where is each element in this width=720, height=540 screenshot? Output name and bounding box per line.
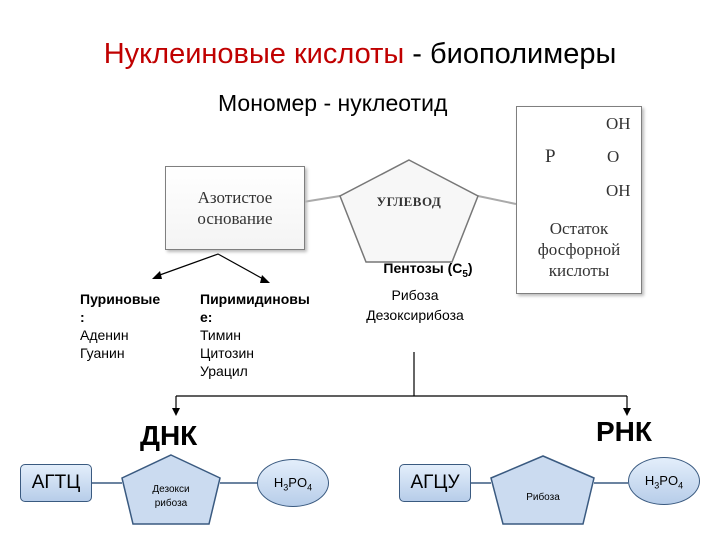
pentoses-close: ) xyxy=(467,260,473,276)
title-main: Нуклеиновые кислоты xyxy=(103,38,405,70)
rna-acid-h-sub: 3 xyxy=(654,480,660,491)
dna-bases-box: АГТЦ xyxy=(20,464,92,502)
dna-acid-po: PO xyxy=(288,475,308,490)
purines-block: Пуриновые : Аденин Гуанин xyxy=(80,290,190,362)
sugar-label: УГЛЕВОД xyxy=(376,194,442,209)
rna-sugar-label: Рибоза xyxy=(526,492,560,503)
pentose-deoxyribose: Дезоксирибоза xyxy=(366,306,464,323)
pentose-ribose: Рибоза xyxy=(391,286,439,303)
arrow-right-head xyxy=(260,275,270,283)
dna-acid-h-sub: 3 xyxy=(283,482,289,493)
pentoses-block: Пентозы (C5) Рибоза Дезоксирибоза xyxy=(340,258,490,325)
pyrimidines-heading-1: Пиримидиновы xyxy=(200,291,310,307)
page-subtitle: Мономер - нуклеотид xyxy=(218,90,448,116)
arrow-rna-head xyxy=(623,408,631,416)
dna-sugar-pentagon xyxy=(121,454,221,525)
phosphate-line-1: Остаток xyxy=(549,219,609,238)
phosphate-o: O xyxy=(607,147,620,166)
rna-sugar-pentagon xyxy=(490,455,595,525)
dna-sugar-label: Дезокси рибоза xyxy=(131,483,211,511)
dna-phosphoric-acid: H3PO4 xyxy=(257,459,329,507)
sugar-pentagon xyxy=(339,159,479,263)
pentoses-heading: Пентозы (C5) xyxy=(340,258,490,285)
rna-acid-po: PO xyxy=(659,473,679,488)
phosphate-label: Остаток фосфорной кислоты xyxy=(516,218,642,281)
pyrimidines-block: Пиримидиновы е: Тимин Цитозин Урацил xyxy=(200,290,350,380)
rna-bases-box: АГЦУ xyxy=(399,464,471,502)
base-branch-lines xyxy=(156,253,266,281)
dna-sugar-line-2: рибоза xyxy=(154,498,188,509)
rna-acid-po-sub: 4 xyxy=(678,480,684,491)
dna-sugar-line-1: Дезокси xyxy=(152,484,190,495)
purines-heading-1: Пуриновые xyxy=(80,291,161,307)
arrow-left-head xyxy=(152,271,162,279)
pentoses-subscript: 5 xyxy=(462,268,468,280)
base-sugar-connector xyxy=(302,195,341,203)
phosphate-line-2: фосфорной xyxy=(537,240,621,259)
purines-heading-2: : xyxy=(80,309,85,325)
dna-acid-h: H xyxy=(273,475,284,490)
purine-adenine: Аденин xyxy=(80,327,129,343)
phosphate-p: P xyxy=(545,146,556,167)
sugar-phosphate-connector xyxy=(477,195,517,205)
arrow-dna-head xyxy=(172,408,180,416)
base-line-2: основание xyxy=(197,209,273,228)
nitrogen-base-box: Азотистое основание xyxy=(165,166,305,250)
pyrimidine-uracil: Урацил xyxy=(200,363,248,379)
nitrogen-base-label: Азотистое основание xyxy=(166,187,304,229)
pyrimidine-thymine: Тимин xyxy=(200,327,241,343)
title-rest: - биополимеры xyxy=(404,38,617,70)
rna-label: РНК xyxy=(596,416,652,447)
page-title: Нуклеиновые кислоты - биополимеры xyxy=(0,38,720,71)
phosphate-box xyxy=(516,106,642,294)
dna-label: ДНК xyxy=(140,420,198,451)
phosphate-oh2: OH xyxy=(606,181,631,200)
rna-acid-h: H xyxy=(644,473,655,488)
pentoses-heading-text: Пентозы (C xyxy=(383,260,463,276)
phosphate-line-3: кислоты xyxy=(548,261,610,280)
rna-phosphoric-acid: H3PO4 xyxy=(628,457,700,505)
phosphate-oh1: OH xyxy=(606,114,631,133)
pyrimidines-heading-2: е: xyxy=(200,309,213,325)
base-line-1: Азотистое xyxy=(197,188,273,207)
dna-acid-po-sub: 4 xyxy=(307,482,313,493)
pyrimidine-cytosine: Цитозин xyxy=(200,345,255,361)
purine-guanine: Гуанин xyxy=(80,345,125,361)
